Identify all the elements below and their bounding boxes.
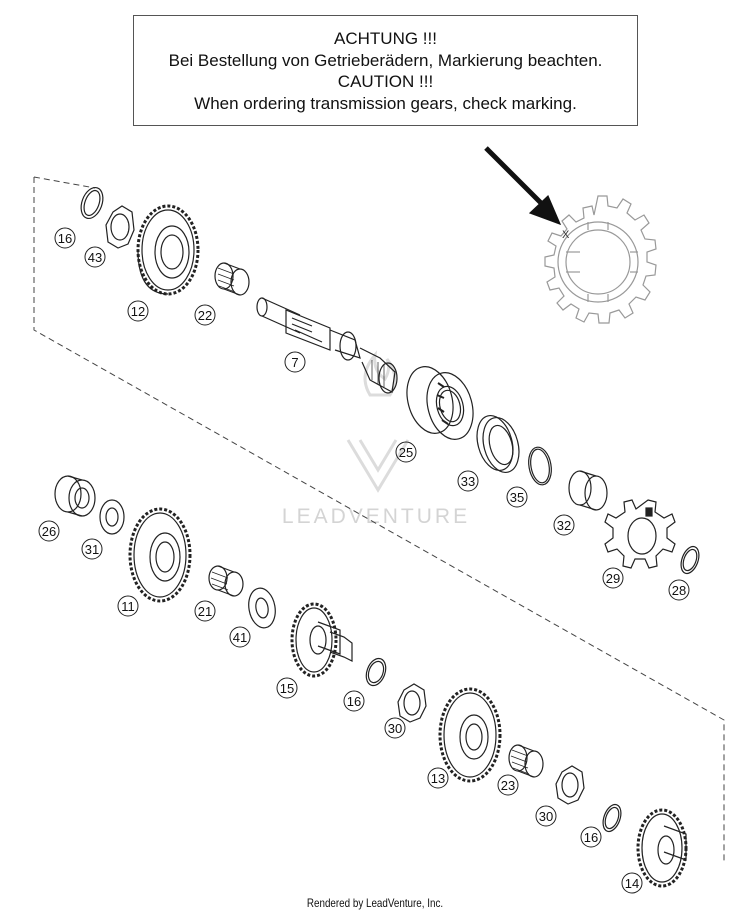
callout-35: 35 xyxy=(510,490,524,505)
callout-43: 43 xyxy=(88,250,102,265)
needle-bearing-23 xyxy=(508,744,544,778)
sprocket-29 xyxy=(604,499,676,569)
callout-16-middle: 16 xyxy=(347,694,361,709)
watermark-logo xyxy=(346,350,410,493)
caution-notice: ACHTUNG !!! Bei Bestellung von Getrieber… xyxy=(133,15,638,126)
callout-32: 32 xyxy=(557,518,571,533)
gear-14 xyxy=(636,808,688,888)
callout-30-lower: 30 xyxy=(539,809,553,824)
callout-14: 14 xyxy=(625,876,639,891)
callout-23: 23 xyxy=(501,778,515,793)
callout-circles xyxy=(38,227,690,894)
callout-25: 25 xyxy=(399,445,413,460)
callout-15: 15 xyxy=(280,681,294,696)
marking-symbol: X xyxy=(562,229,570,241)
circlip-16-lower xyxy=(602,803,622,833)
needle-bearing-21 xyxy=(208,565,244,597)
gear-13 xyxy=(438,687,502,783)
callout-11: 11 xyxy=(121,599,135,614)
marked-gear-detail xyxy=(544,195,657,324)
callout-16-lower: 16 xyxy=(584,830,598,845)
washer-43 xyxy=(105,205,135,249)
caution-line-en-text: When ordering transmission gears, check … xyxy=(194,93,577,113)
circlip-28 xyxy=(680,545,700,575)
main-shaft-7 xyxy=(256,297,398,394)
callout-30-middle: 30 xyxy=(388,721,402,736)
washer-30-middle xyxy=(397,683,427,723)
o-ring-35 xyxy=(528,446,552,486)
seal-33 xyxy=(476,414,520,474)
callout-31: 31 xyxy=(85,542,99,557)
washer-31 xyxy=(99,499,125,535)
circlip-16-middle xyxy=(365,657,387,687)
callout-29: 29 xyxy=(606,571,620,586)
callout-12: 12 xyxy=(131,304,145,319)
washer-30-lower xyxy=(555,765,585,805)
callout-7: 7 xyxy=(291,355,298,370)
gear-12 xyxy=(136,204,200,296)
caution-line-en-title: CAUTION !!! xyxy=(337,72,434,91)
callout-28: 28 xyxy=(672,583,686,598)
callout-16-top: 16 xyxy=(58,231,72,246)
gear-15 xyxy=(290,602,353,678)
callout-26: 26 xyxy=(42,524,56,539)
footer-credit: Rendered by LeadVenture, Inc. xyxy=(306,896,444,910)
callout-33: 33 xyxy=(461,474,475,489)
needle-bearing-22 xyxy=(214,262,250,296)
caution-line-de-text: Bei Bestellung von Getrieberädern, Marki… xyxy=(168,50,603,70)
callout-41: 41 xyxy=(233,630,247,645)
caution-line-de-title: ACHTUNG !!! xyxy=(334,29,437,48)
washer-41 xyxy=(248,587,276,629)
spacer-32 xyxy=(568,470,608,511)
circlip-16-top xyxy=(80,186,104,220)
bearing-26 xyxy=(54,475,96,517)
callout-22: 22 xyxy=(198,308,212,323)
gear-11 xyxy=(128,507,192,603)
bearing-25 xyxy=(406,366,474,440)
callout-13: 13 xyxy=(431,771,445,786)
marking-arrow xyxy=(484,146,562,226)
watermark-text: LEADVENTURE xyxy=(281,505,471,528)
assembly-outline xyxy=(33,176,725,862)
callout-21: 21 xyxy=(198,604,212,619)
